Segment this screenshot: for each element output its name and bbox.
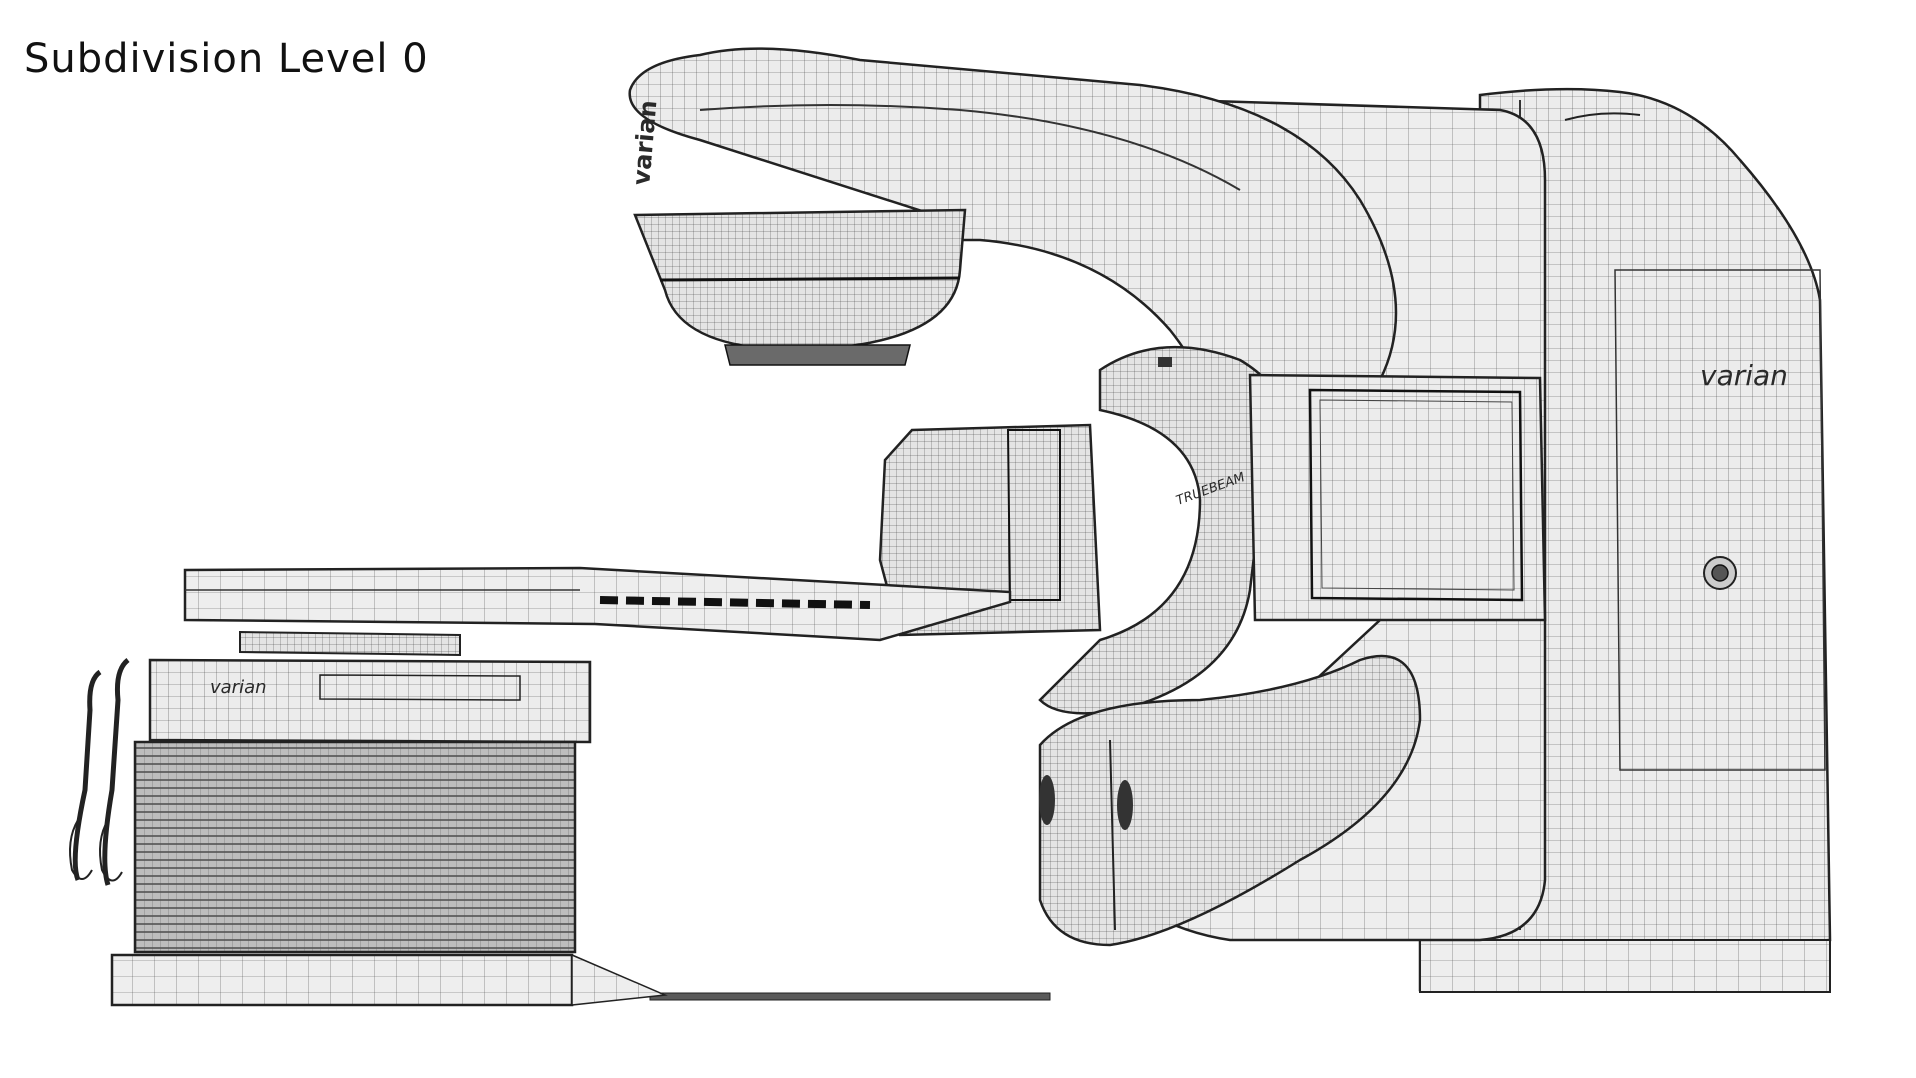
stand-button-icon [1703, 556, 1737, 590]
hand-pendant-left-icon [69, 669, 102, 881]
head-logo: varian [627, 99, 662, 186]
floor-plate [649, 992, 1051, 1001]
subdivision-caption: Subdivision Level 0 [24, 36, 429, 82]
imaging-panel [1248, 373, 1547, 622]
couch-logo: varian [210, 677, 267, 698]
lower-gantry-arm [1038, 654, 1422, 947]
collimator-head [633, 208, 967, 366]
couch-base: varian [110, 630, 668, 1007]
hand-pendant-right-icon [99, 658, 130, 886]
couch-tabletop [183, 566, 1012, 642]
stand-logo: varian [1700, 359, 1788, 392]
